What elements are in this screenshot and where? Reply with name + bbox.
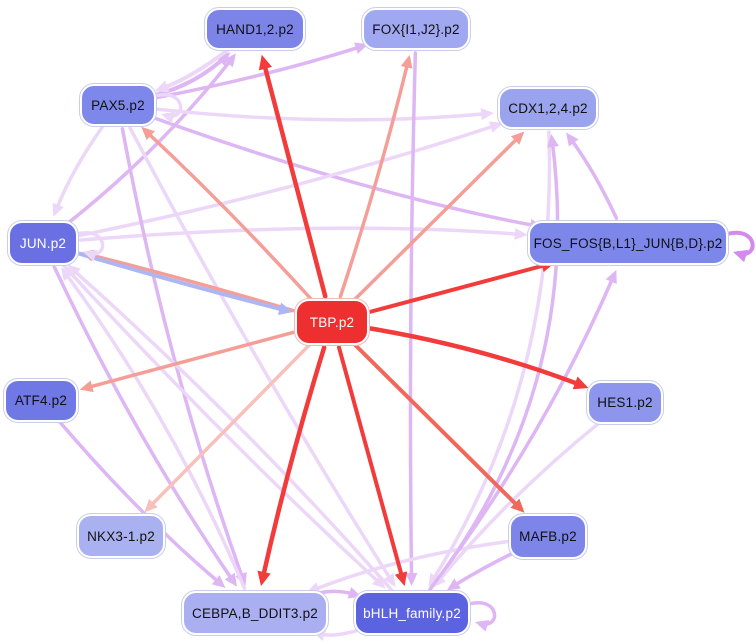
edge-line	[155, 44, 364, 100]
node-label: MAFB.p2	[519, 528, 577, 544]
edge-line	[52, 265, 235, 583]
edge-line	[725, 230, 755, 256]
edge-arrow-tbp-hand	[258, 54, 272, 71]
edge-arrow-tbp-atf4	[79, 380, 94, 393]
edge-arrow-tbp-cebpa	[257, 570, 271, 587]
edge-arrow-fox-bhlh	[405, 573, 418, 587]
edge-line	[128, 126, 394, 583]
edge-arrow-bhlh-cdx	[547, 133, 559, 148]
edge-line	[428, 274, 616, 591]
edge-line	[367, 262, 551, 315]
node-nkx3[interactable]: NKX3-1.p2	[77, 514, 165, 558]
edge-line	[60, 262, 383, 586]
node-mafb[interactable]: MAFB.p2	[509, 513, 587, 559]
edge-line	[70, 267, 393, 592]
edge-line	[144, 129, 314, 302]
edge-line	[568, 136, 619, 220]
node-label: ATF4.p2	[14, 392, 68, 408]
self-loop-arrow-fos	[733, 249, 748, 263]
node-label: HAND1,2.p2	[216, 21, 294, 37]
node-label: FOX{I1,J2}.p2	[372, 21, 460, 37]
edge-arrow-jun-tbp	[277, 302, 293, 315]
edge-line	[63, 271, 247, 590]
edge-arrow-fos-cdx	[566, 132, 579, 147]
self-loop-arrow-jun	[83, 250, 98, 262]
edge-line	[151, 115, 538, 228]
edge-line	[430, 130, 552, 583]
node-label: NKX3-1.p2	[87, 528, 155, 544]
edge-arrow-pax5-bhlh	[383, 572, 396, 587]
node-label: TBP.p2	[309, 314, 355, 330]
node-fox[interactable]: FOX{I1,J2}.p2	[362, 8, 470, 50]
edge-line	[311, 539, 509, 592]
edge-line	[57, 419, 222, 586]
edge-line	[260, 345, 327, 582]
edge-line	[408, 51, 418, 581]
edge-line	[65, 57, 234, 226]
edge-arrow-pax5-cdx	[480, 108, 495, 121]
edge-line	[467, 601, 497, 626]
node-label: FOS_FOS{B,L1}_JUN{B,D}.p2	[533, 235, 723, 251]
node-fos[interactable]: FOS_FOS{B,L1}_JUN{B,D}.p2	[528, 221, 728, 265]
node-cebpa[interactable]: CEBPA,B_DDIT3.p2	[182, 591, 328, 635]
edge-arrow-cdx-bhlh	[428, 572, 441, 587]
edge-arrow-tbp-cdx	[510, 131, 525, 145]
node-label: JUN.p2	[19, 235, 67, 251]
node-label: CDX1,2,4.p2	[508, 100, 588, 116]
edge-line	[54, 125, 105, 213]
self-loop-arrow-bhlh	[475, 620, 490, 632]
edge-arrow-tbp-pax5	[141, 126, 155, 141]
node-hand[interactable]: HAND1,2.p2	[205, 8, 305, 50]
node-atf4[interactable]: ATF4.p2	[4, 378, 78, 422]
edge-line	[156, 107, 489, 122]
edge-line	[75, 251, 288, 313]
edge-arrow-mafb-bhlh	[446, 578, 461, 591]
edge-arrow-jun-cebpa	[224, 572, 238, 587]
edge-arrow-jun-fos	[514, 227, 528, 240]
edge-arrow-pax5-jun	[52, 202, 64, 217]
edge-line	[147, 342, 313, 510]
node-label: bHLH_family.p2	[363, 605, 461, 621]
edge-arrow-atf4-cebpa	[211, 575, 226, 589]
edge-arrow-jun-bhlh	[371, 575, 386, 589]
edge-line	[338, 59, 410, 299]
node-hes1[interactable]: HES1.p2	[587, 380, 663, 424]
node-jun[interactable]: JUN.p2	[8, 221, 78, 265]
edge-line	[159, 47, 231, 91]
node-label: PAX5.p2	[91, 97, 145, 113]
node-label: CEBPA,B_DDIT3.p2	[192, 605, 318, 621]
edge-arrow-tbp-fox	[400, 54, 413, 69]
node-tbp[interactable]: TBP.p2	[295, 299, 369, 345]
edge-arrow-tbp-bhlh	[394, 571, 408, 587]
edge-arrow-bhlh-fos	[605, 269, 617, 285]
node-bhlh[interactable]: bHLH_family.p2	[354, 591, 470, 635]
self-loop-arrow-pax5	[161, 112, 176, 124]
edge-line	[78, 226, 523, 242]
edge-line	[120, 127, 245, 582]
edge-arrow-tbp-mafb	[510, 498, 525, 513]
edge-arrow-hes1-bhlh	[433, 573, 446, 588]
edge-line	[85, 252, 298, 314]
edge-line	[368, 326, 585, 388]
edge-arrow-mafb-cebpa	[306, 582, 321, 594]
edge-arrow-hand-pax5	[154, 80, 170, 93]
node-pax5[interactable]: PAX5.p2	[80, 84, 156, 126]
node-cdx[interactable]: CDX1,2,4.p2	[498, 87, 598, 129]
edge-arrow-cebpa-jun	[60, 267, 74, 282]
edge-arrow-jun-hand	[223, 53, 237, 68]
edge-line	[84, 330, 297, 390]
edge-line	[351, 341, 522, 510]
edge-arrow-tbp-hes1	[572, 376, 589, 390]
edge-line	[77, 123, 499, 238]
edge-arrow-tbp-nkx3	[144, 498, 158, 513]
edge-line	[450, 550, 518, 589]
edge-arrow-jun-cdx	[488, 121, 504, 133]
edge-line	[261, 59, 328, 299]
edge-line	[337, 345, 405, 582]
edge-arrow-bhlh-jun	[67, 264, 81, 278]
edge-line	[352, 134, 522, 303]
node-label: HES1.p2	[597, 394, 653, 410]
edge-line	[153, 54, 228, 98]
